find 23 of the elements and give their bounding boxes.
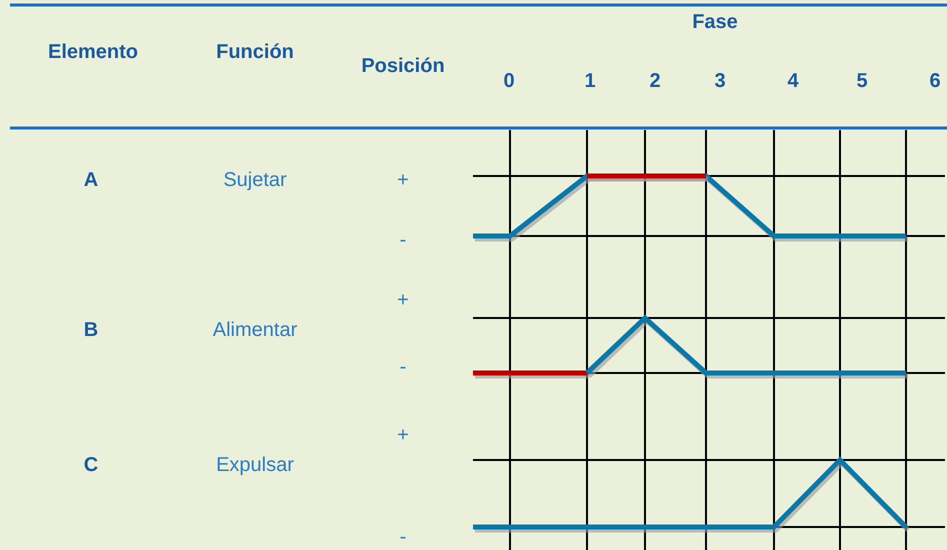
function-label: Alimentar (212, 318, 298, 343)
phase-number: 3 (714, 69, 726, 94)
phase-number: 4 (787, 69, 799, 94)
function-label: Sujetar (223, 168, 287, 193)
element-label: A (84, 168, 98, 193)
position-sign: + (397, 288, 409, 313)
position-sign: + (397, 423, 409, 448)
column-header: Función (216, 40, 294, 65)
position-sign: - (400, 355, 406, 380)
position-sign: - (400, 228, 406, 253)
column-header: Posición (361, 54, 445, 79)
phase-number: 0 (503, 69, 515, 94)
function-label: Expulsar (216, 453, 294, 478)
phase-number: 2 (649, 69, 661, 94)
position-sign: + (397, 168, 409, 193)
phase-number: 6 (929, 69, 941, 94)
position-sign: - (400, 525, 406, 550)
column-header: Fase (692, 10, 738, 35)
element-label: C (84, 453, 98, 478)
phase-number: 5 (856, 69, 868, 94)
column-header: Elemento (48, 40, 138, 65)
element-label: B (84, 318, 98, 343)
phase-number: 1 (584, 69, 596, 94)
